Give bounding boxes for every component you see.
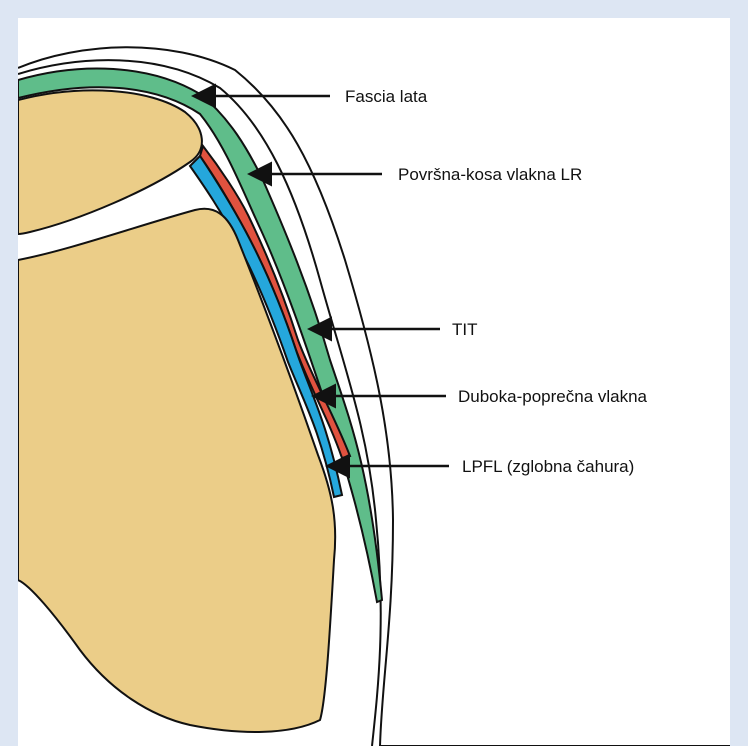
label-tit: TIT — [452, 320, 478, 339]
patella-bone — [18, 90, 202, 234]
label-duboka-poprecna-vlakna: Duboka-poprečna vlakna — [458, 387, 648, 406]
label-fascia-lata: Fascia lata — [345, 87, 428, 106]
knee-anatomy-diagram: Fascia lata Površna-kosa vlakna LR TIT D… — [18, 18, 730, 746]
label-lpfl: LPFL (zglobna čahura) — [462, 457, 634, 476]
label-povrsna-kosa-vlakna: Površna-kosa vlakna LR — [398, 165, 582, 184]
figure-panel: Fascia lata Površna-kosa vlakna LR TIT D… — [18, 18, 730, 746]
